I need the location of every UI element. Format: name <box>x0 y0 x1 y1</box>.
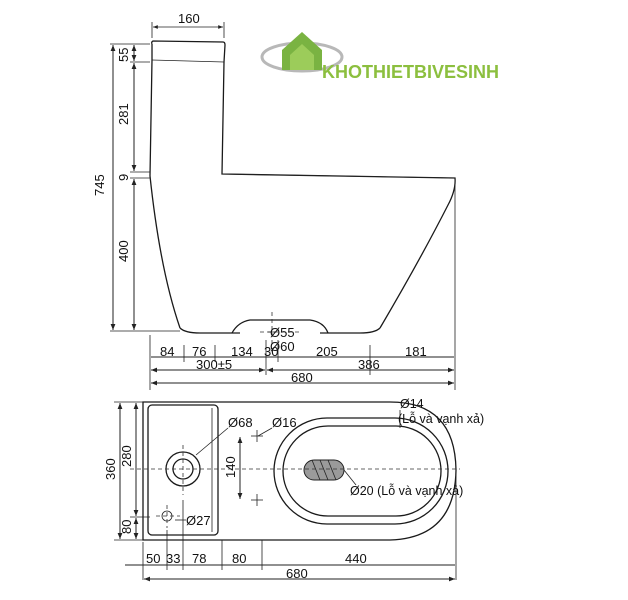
dim-overall-height: 745 <box>92 174 107 196</box>
dim-b-50: 50 <box>146 551 160 566</box>
dim-top-80: 80 <box>119 520 134 534</box>
dim-v-281: 281 <box>116 103 131 125</box>
dim-center-spacing: 140 <box>223 456 238 478</box>
label-drain-60: Ø60 <box>270 339 295 354</box>
dim-top-width: 160 <box>178 11 200 26</box>
dim-top-overall-length: 680 <box>286 566 308 581</box>
label-inlet-hole: Ø27 <box>186 513 211 528</box>
side-vertical-dimensions: 745 55 281 9 400 <box>92 43 180 332</box>
dim-b-33: 33 <box>166 551 180 566</box>
top-bottom-dimensions: 50 33 78 80 440 680 <box>125 475 457 582</box>
label-rim-hole-size: Ø14 <box>400 397 424 411</box>
label-small-hole: Ø16 <box>272 415 297 430</box>
dim-h-205: 205 <box>316 344 338 359</box>
brand-name: KHOTHIETBIVESINH <box>322 62 499 82</box>
label-tank-hole: Ø68 <box>228 415 253 430</box>
top-view-labels: Ø68 Ø16 Ø14 (Lỗ và vạnh xả) Ø20 (Lỗ và v… <box>175 397 484 528</box>
side-bottom-dimensions: 84 76 134 30 205 181 300±5 386 680 <box>149 180 456 390</box>
dim-300: 300±5 <box>196 357 232 372</box>
dim-h-134: 134 <box>231 344 253 359</box>
top-vertical-dimensions: 360 280 80 140 <box>103 401 243 541</box>
dim-b-80: 80 <box>232 551 246 566</box>
label-rim-hole-note: (Lỗ và vạnh xả) <box>398 411 484 426</box>
dim-386: 386 <box>358 357 380 372</box>
side-drain-labels: Ø55 Ø60 <box>268 325 295 354</box>
dim-top-overall-width: 360 <box>103 458 118 480</box>
dim-b-440: 440 <box>345 551 367 566</box>
brand-logo: KHOTHIETBIVESINH <box>260 32 499 82</box>
top-view-outline <box>130 401 460 541</box>
label-outlet-note: Ø20 (Lỗ và vạnh xả) <box>350 483 463 498</box>
dim-v-55: 55 <box>116 48 131 62</box>
side-view-outline <box>149 40 456 345</box>
label-drain-55: Ø55 <box>270 325 295 340</box>
dim-v-400: 400 <box>116 240 131 262</box>
dim-side-overall-length: 680 <box>291 370 313 385</box>
side-top-dimension: 160 <box>151 11 225 38</box>
dim-v-9: 9 <box>116 174 131 181</box>
dim-h-84: 84 <box>160 344 174 359</box>
dim-h-181: 181 <box>405 344 427 359</box>
dim-h-76: 76 <box>192 344 206 359</box>
dim-h-30: 30 <box>264 344 278 359</box>
dim-top-280: 280 <box>119 445 134 467</box>
dim-b-78: 78 <box>192 551 206 566</box>
